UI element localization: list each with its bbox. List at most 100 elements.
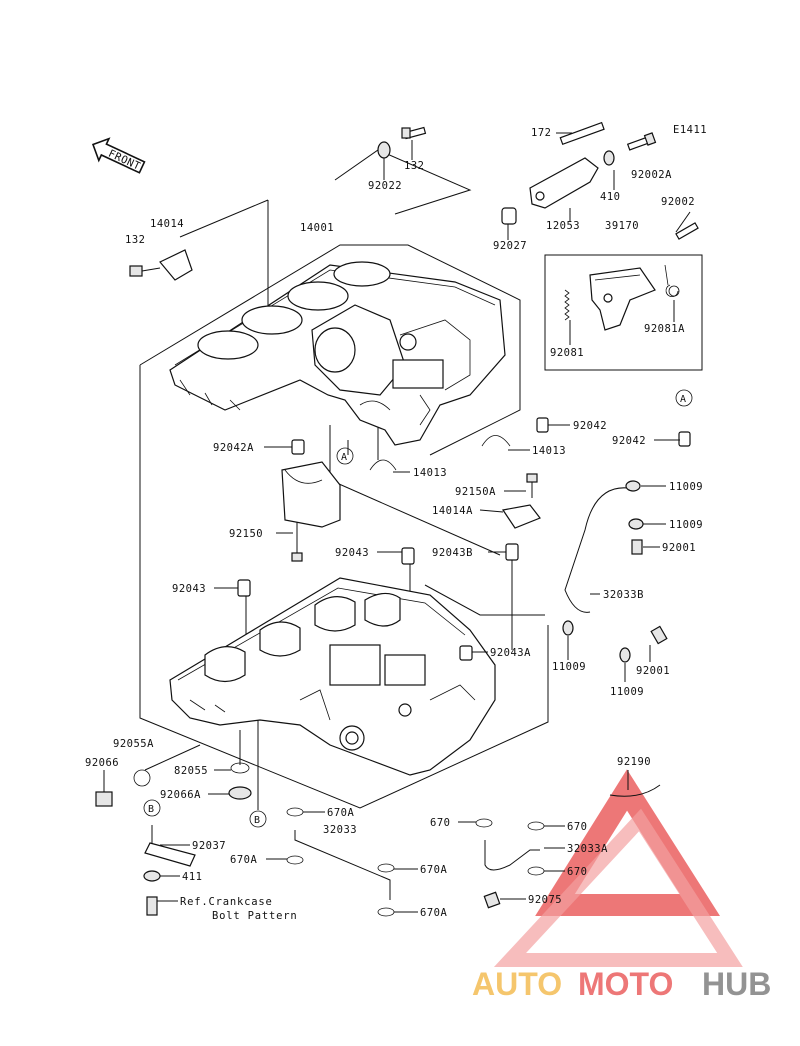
label-670A-2: 670A	[230, 854, 257, 866]
oring-92055A	[133, 769, 151, 787]
spring-92081	[564, 289, 570, 321]
leader-lines	[139, 149, 549, 810]
watermark-moto: MOTO	[578, 966, 673, 1002]
bolt-ref	[146, 896, 158, 916]
upper-crankcase	[169, 261, 506, 446]
label-leaders	[103, 132, 691, 913]
plate-14014	[159, 249, 193, 281]
label-92081: 92081	[550, 347, 584, 359]
label-32033B: 32033B	[603, 589, 644, 601]
washer-11009-d	[619, 647, 631, 663]
washer-410	[603, 150, 615, 166]
label-92081A: 92081A	[644, 323, 685, 335]
dowel-92042	[536, 417, 549, 433]
label-14001: 14001	[300, 222, 334, 234]
label-670-c: 670	[567, 866, 587, 878]
dowel-92043A	[459, 645, 473, 661]
bearing-cap	[281, 461, 341, 528]
label-82055: 82055	[174, 765, 208, 777]
label-14013-b: 14013	[413, 467, 447, 479]
bolt-92002	[675, 222, 699, 240]
label-92037: 92037	[192, 840, 226, 852]
label-32033: 32033	[323, 824, 357, 836]
label-11009-b: 11009	[669, 519, 703, 531]
label-132-left: 132	[125, 234, 145, 246]
ref-note-line2: Bolt Pattern	[212, 910, 297, 922]
dowel-92042A	[291, 439, 305, 455]
dowel-92042-b	[678, 431, 691, 447]
svg-text:B: B	[254, 815, 260, 826]
oil-pipe-32033B	[564, 487, 629, 613]
label-92043-left: 92043	[172, 583, 206, 595]
diagram-code: E1411	[673, 124, 707, 136]
bolt-92001-a	[631, 539, 643, 555]
pipe-32033	[294, 830, 391, 900]
pipe-32033A	[484, 840, 540, 871]
plate-92037	[144, 842, 196, 867]
label-670-b: 670	[567, 821, 587, 833]
label-92043A: 92043A	[490, 647, 531, 659]
label-92043-right: 92043	[335, 547, 369, 559]
bolt-132-top	[401, 126, 427, 140]
callout-B-2: B	[143, 799, 161, 817]
bolt-92001-b	[650, 625, 668, 645]
label-92150A: 92150A	[455, 486, 496, 498]
label-14014: 14014	[150, 218, 184, 230]
label-92150: 92150	[229, 528, 263, 540]
label-172: 172	[531, 127, 551, 139]
label-410: 410	[600, 191, 620, 203]
label-132-top: 132	[404, 160, 424, 172]
collar-92027	[501, 207, 517, 225]
watermark-auto: AUTO	[472, 966, 562, 1002]
label-14014A: 14014A	[432, 505, 473, 517]
label-92042A: 92042A	[213, 442, 254, 454]
pipe-92190	[609, 784, 661, 797]
label-92022: 92022	[368, 180, 402, 192]
part-labels: 172 92002A 410 12053 92027 39170 92002 9…	[85, 127, 703, 922]
spring-92081A	[664, 264, 680, 297]
label-670A-1: 670A	[327, 807, 354, 819]
label-39170: 39170	[605, 220, 639, 232]
inset-box-39170	[544, 254, 703, 371]
label-92002A: 92002A	[631, 169, 672, 181]
dowel-92043-right	[401, 547, 415, 565]
tensioner-39170	[589, 267, 656, 331]
ref-note-line1: Ref.Crankcase	[180, 896, 273, 908]
clamp-92075	[483, 891, 501, 909]
front-label: FRONT	[106, 148, 142, 173]
svg-text:A: A	[680, 394, 686, 405]
label-670-a: 670	[430, 817, 450, 829]
watermark-hub: HUB	[702, 966, 771, 1002]
washer-92022	[377, 141, 391, 159]
label-92055A: 92055A	[113, 738, 154, 750]
label-670A-4: 670A	[420, 907, 447, 919]
label-92190: 92190	[617, 756, 651, 768]
dowel-92043-left	[237, 579, 251, 597]
label-92027: 92027	[493, 240, 527, 252]
oring-82055	[230, 762, 250, 774]
label-92002: 92002	[661, 196, 695, 208]
callout-A-2: A	[675, 389, 693, 407]
bolt-132-left	[129, 265, 143, 277]
label-11009-d: 11009	[610, 686, 644, 698]
label-92066A: 92066A	[160, 789, 201, 801]
plug-92066	[95, 791, 113, 807]
label-32033A: 32033A	[567, 843, 608, 855]
label-92075: 92075	[528, 894, 562, 906]
guide-12053	[529, 157, 599, 209]
label-11009-a: 11009	[669, 481, 703, 493]
label-14013-a: 14013	[532, 445, 566, 457]
label-92001-b: 92001	[636, 665, 670, 677]
label-12053: 12053	[546, 220, 580, 232]
label-92043B: 92043B	[432, 547, 473, 559]
stud-172	[559, 121, 605, 146]
svg-text:B: B	[148, 804, 154, 815]
washer-411	[143, 870, 161, 882]
front-arrow-icon: FRONT	[91, 137, 146, 174]
label-92066: 92066	[85, 757, 119, 769]
label-92001-a: 92001	[662, 542, 696, 554]
label-411: 411	[182, 871, 202, 883]
bolt-92002A	[626, 132, 657, 151]
plug-92066A	[228, 786, 252, 800]
